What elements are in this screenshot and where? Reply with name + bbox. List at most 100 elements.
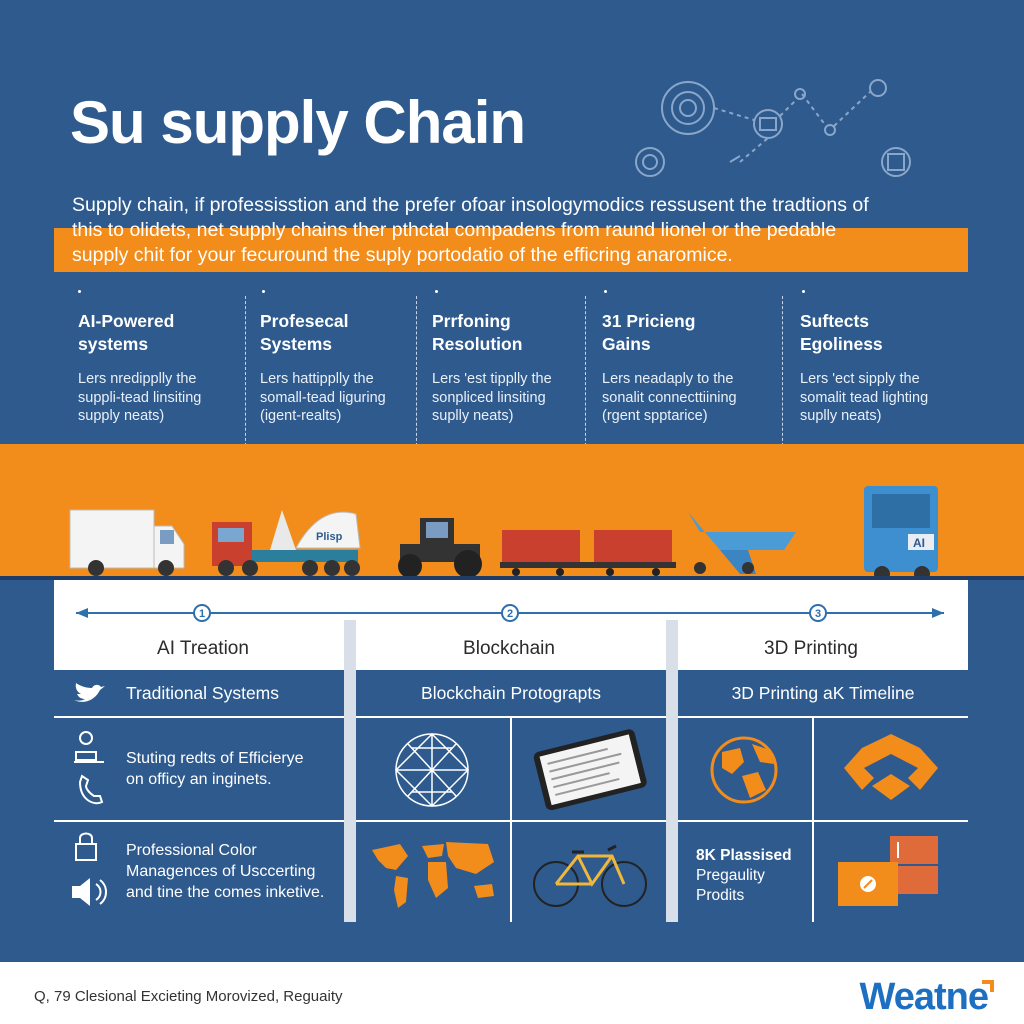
feature-desc: somall-tead liguring — [260, 389, 386, 406]
col3-header-text: 3D Printing aK Timeline — [731, 682, 915, 703]
feature-title: AI-Powered — [78, 311, 175, 331]
box-truck-icon — [69, 509, 185, 576]
timeline-step-3: 3 — [815, 608, 821, 620]
feature-desc: Lers hattipplly the — [260, 371, 374, 387]
feature-divider — [585, 296, 586, 446]
feature-dot — [802, 290, 805, 293]
feature-desc: sonpliced linsiting — [432, 389, 546, 406]
airplane-icon — [688, 512, 796, 574]
intro-line: Supply chain, if professisstion and the … — [72, 194, 869, 216]
tractor-icon — [398, 518, 482, 578]
col3-cell-line: 8K Plassised — [696, 847, 792, 864]
features-row: AI-Powered systems Lers nredipplly the sup… — [0, 290, 1024, 450]
timeline-label-ai: AI Treation — [157, 638, 249, 659]
col2-cell-sphere — [356, 718, 510, 820]
col1-row1 — [54, 718, 344, 820]
col3-cell-line: Prodits — [696, 887, 745, 904]
intro-line: this to olidets, net supply chains ther … — [72, 219, 837, 241]
feature-title: Profesecal — [260, 311, 349, 331]
footer-text: Q, 79 Clesional Excieting Morovized, Reg… — [34, 988, 343, 1005]
truck-label: Plisp — [316, 531, 343, 543]
feature-desc: sonalit connecttiining — [602, 389, 737, 406]
brand-logo: Weatne — [859, 976, 989, 1018]
feature-title: systems — [78, 334, 149, 354]
col1-header-text: Traditional Systems — [126, 682, 280, 703]
feature-title: Prrfoning — [432, 311, 511, 331]
col3-cell-text: 8K Plassised Pregaulity Prodits — [678, 822, 812, 922]
feature-desc: suppli-tead linsiting — [78, 389, 202, 406]
feature-desc: supply neats) — [78, 408, 165, 424]
feature-divider — [782, 296, 783, 446]
ai-truck-icon: AI — [864, 486, 938, 582]
feature-desc: Lers nredipplly the — [78, 371, 197, 387]
timeline-step-2: 2 — [507, 608, 513, 620]
col2-header-text: Blockchain Protograpts — [421, 682, 601, 703]
timeline-label-3d: 3D Printing — [764, 638, 858, 659]
feature-title: Egoliness — [800, 334, 883, 354]
col1-row1-text: Stuting redts of Efficierye on officy an… — [126, 748, 304, 790]
feature-desc: suplly neats) — [800, 408, 882, 424]
intro-highlight-band — [54, 228, 968, 272]
col2-cell-bicycle — [512, 822, 666, 922]
feature-desc: (igent-realts) — [260, 408, 342, 424]
col1-header: Traditional Systems — [54, 670, 344, 716]
feature-desc: Lers neadaply to the — [602, 371, 734, 387]
col1-row2-line: and tine the comes inketive. — [126, 884, 325, 901]
world-map-icon — [372, 842, 494, 908]
feature-desc: somalit tead lighting — [800, 389, 929, 406]
col1-row1-line: Stuting redts of Efficierye — [126, 750, 304, 767]
column-divider — [666, 620, 678, 922]
feature-title: Suftects — [800, 311, 870, 331]
intro-line: supply chit for your fecuround the suply… — [72, 244, 733, 266]
hexagon-logo-icon — [844, 734, 938, 800]
brand-corner-icon — [982, 980, 994, 992]
col2-cell-tablet — [512, 718, 666, 820]
lock-speaker-icon — [72, 832, 107, 906]
col1-row1-line: on officy an inginets. — [126, 771, 272, 788]
feature-dot — [78, 290, 81, 293]
feature-title: Systems — [260, 334, 332, 354]
timeline-label-blockchain: Blockchain — [463, 638, 555, 659]
col1-row2 — [54, 822, 344, 922]
feature-dot — [262, 290, 265, 293]
feature-desc: Lers 'ect sipply the — [800, 371, 920, 387]
col3-cell-hex — [814, 718, 968, 820]
feature-dot — [604, 290, 607, 293]
vehicles-illustration: Plisp AI — [69, 486, 938, 582]
col3-cell-globe — [678, 718, 812, 820]
network-decoration-icon — [635, 79, 911, 177]
geodesic-sphere-icon — [394, 732, 470, 808]
printer-boxes-icon — [838, 836, 938, 906]
col1-row2-line: Managences of Usccerting — [126, 863, 316, 880]
timeline-arrow: 1 2 3 — [76, 604, 944, 622]
tanker-truck-icon: Plisp — [212, 510, 361, 576]
feature-dot — [435, 290, 438, 293]
globe-icon — [710, 736, 778, 804]
rail-containers-icon — [500, 530, 676, 576]
page-title: Su supply Chain — [70, 89, 526, 156]
feature-title: 31 Pricieng — [602, 311, 696, 331]
footer: Q, 79 Clesional Excieting Morovized, Reg… — [0, 962, 1024, 1024]
bicycle-icon — [533, 844, 647, 907]
feature-desc: suplly neats) — [432, 408, 514, 424]
col1-row2-text: Professional Color Managences of Usccert… — [126, 840, 324, 903]
comparison-panel: 1 2 3 AI Treation Blockchain 3D Printing… — [54, 580, 968, 922]
feature-title: Resolution — [432, 334, 523, 354]
col1-row2-line: Professional Color — [126, 842, 257, 859]
intro-paragraph: Supply chain, if professisstion and the … — [72, 193, 952, 268]
bird-icon — [74, 683, 105, 702]
support-person-icon — [74, 731, 104, 805]
tablet-icon — [533, 729, 647, 811]
col3-header: 3D Printing aK Timeline — [678, 670, 968, 716]
feature-title: Gains — [602, 334, 651, 354]
column-divider — [344, 620, 356, 922]
feature-divider — [245, 296, 246, 446]
feature-ai-powered: AI-Powered systems Lers nredipplly the sup… — [78, 310, 243, 426]
ai-truck-label: AI — [913, 536, 925, 550]
timeline-step-1: 1 — [199, 608, 205, 620]
feature-desc: Lers 'est tipplly the — [432, 371, 552, 387]
